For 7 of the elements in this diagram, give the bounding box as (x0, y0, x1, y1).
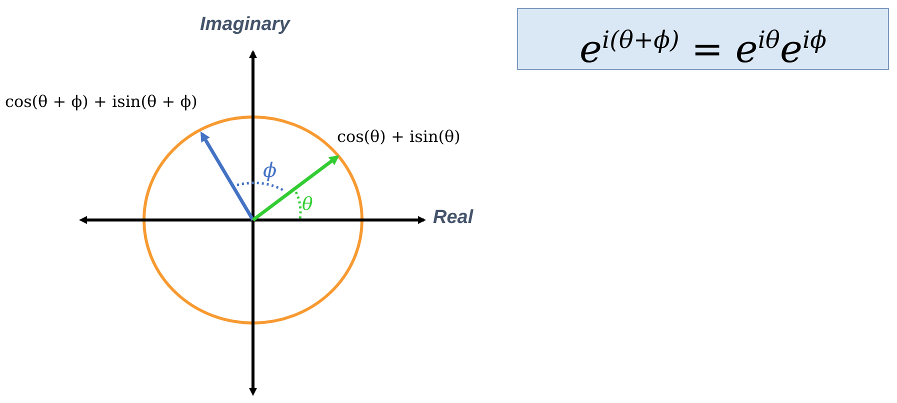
axis-label: Imaginary (200, 14, 290, 36)
equation-box: e$^{i(θ+ϕ)}$ = e$^{iθ}$e$^{iϕ}$ (517, 8, 889, 70)
point-label: cos(θ) + isin(θ) (337, 127, 460, 146)
angle-label: ϕ (263, 158, 277, 182)
angle-label: θ (302, 194, 313, 215)
point-label: cos(θ + ϕ) + isin(θ + ϕ) (5, 92, 198, 111)
axis-label: Real (433, 207, 474, 229)
